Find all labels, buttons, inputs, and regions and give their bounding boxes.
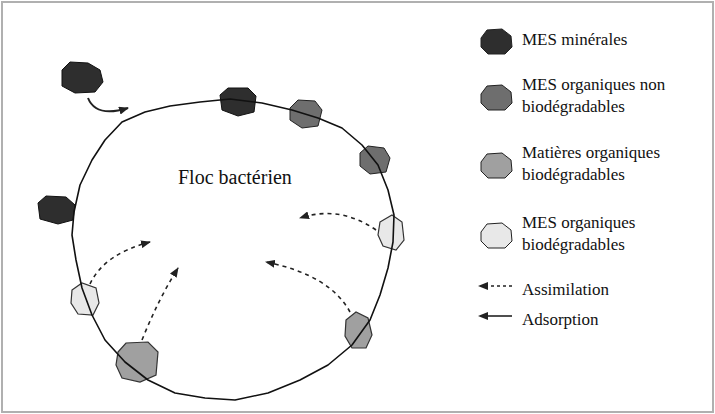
floc-node: Floc bactérien: [70, 95, 400, 405]
legend-text: MES organiques biodégradables: [522, 212, 682, 256]
floc-outline: [70, 95, 400, 405]
legend-swatch: [478, 26, 514, 56]
legend-swatch: [478, 150, 514, 180]
legend-text: MES minérales: [522, 29, 682, 51]
legend-text: Assimilation: [522, 279, 682, 301]
legend-line-sample: [476, 280, 516, 292]
legend-text: Matières organiques biodégradables: [522, 142, 682, 186]
legend-swatch: [478, 82, 514, 112]
floc-label: Floc bactérien: [178, 166, 292, 189]
legend-text: MES organiques non biodégradables: [522, 74, 682, 118]
legend-line-sample: [476, 310, 516, 322]
legend-text: Adsorption: [522, 309, 682, 331]
legend-swatch: [478, 220, 514, 250]
